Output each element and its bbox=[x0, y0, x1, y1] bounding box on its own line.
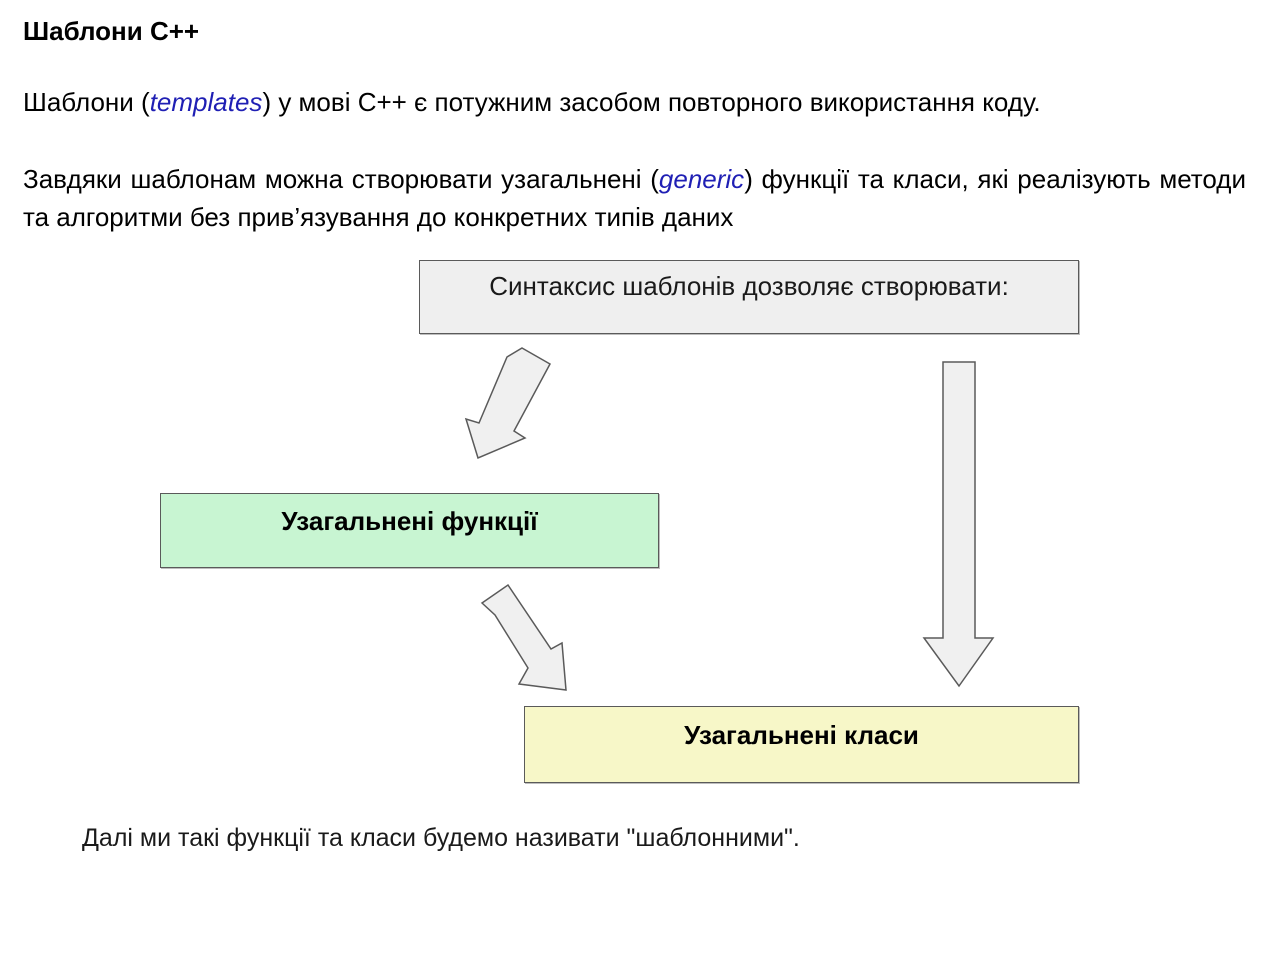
syntax-box: Синтаксис шаблонів дозволяє створювати: bbox=[419, 260, 1079, 334]
arrow-syntax-to-classes bbox=[922, 361, 995, 688]
intro-paragraph: Шаблони (templates) у мові C++ є потужни… bbox=[23, 83, 1246, 121]
footer-note: Далі ми такі функції та класи будемо наз… bbox=[82, 824, 800, 852]
generic-text-start: Завдяки шаблонам можна створювати узагал… bbox=[23, 164, 659, 194]
generic-functions-box: Узагальнені функції bbox=[160, 493, 659, 568]
arrow-functions-to-classes bbox=[480, 583, 567, 691]
generic-paragraph: Завдяки шаблонам можна створювати узагал… bbox=[23, 160, 1246, 236]
intro-text-end: ) у мові C++ є потужним засобом повторно… bbox=[262, 87, 1041, 117]
templates-term: templates bbox=[149, 87, 263, 117]
slide-title: Шаблони C++ bbox=[23, 16, 200, 46]
generic-term: generic bbox=[658, 164, 745, 194]
intro-text-start: Шаблони ( bbox=[23, 87, 150, 117]
generic-classes-box: Узагальнені класи bbox=[524, 706, 1079, 783]
arrow-syntax-to-functions bbox=[464, 347, 552, 460]
generic-text-end: ) функції та класи, які реалізують метод… bbox=[23, 164, 1246, 232]
